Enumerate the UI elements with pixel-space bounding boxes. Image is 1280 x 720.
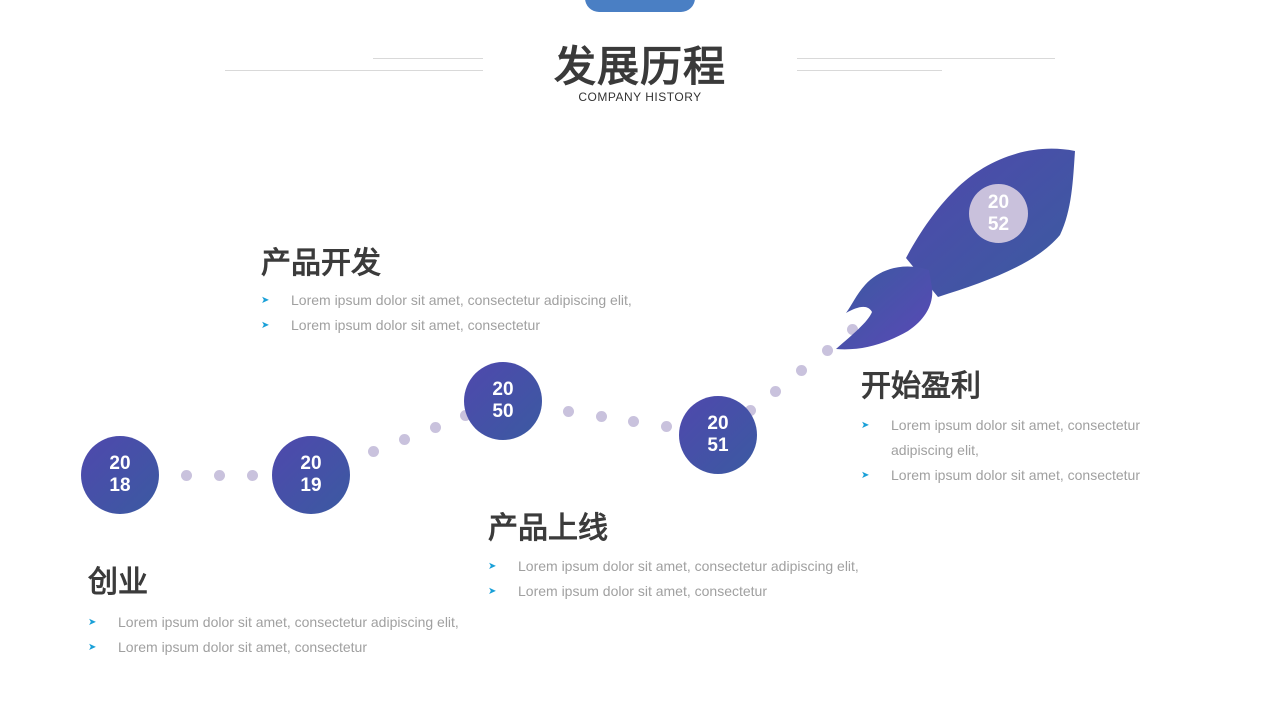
divider-right-upper: [797, 58, 1055, 59]
timeline-dot: [822, 345, 833, 356]
timeline-dot: [796, 365, 807, 376]
timeline-dot: [214, 470, 225, 481]
list-item-text: Lorem ipsum dolor sit amet, consectetur: [118, 639, 367, 655]
milestone-year-bottom: 19: [300, 475, 322, 496]
timeline-dot: [430, 422, 441, 433]
divider-left-lower: [225, 70, 483, 71]
milestone-year-bottom: 50: [492, 401, 514, 422]
section-heading-product-launch: 产品上线: [488, 511, 608, 546]
milestone-year-bottom: 18: [109, 475, 131, 496]
list-item-text: Lorem ipsum dolor sit amet, consectetur: [291, 317, 540, 333]
arrowhead-icon: ➤: [861, 470, 870, 481]
arrowhead-icon: ➤: [261, 295, 270, 306]
page-title: 发展历程: [553, 42, 726, 91]
arrowhead-icon: ➤: [88, 617, 97, 628]
milestone-2050: 20 50: [464, 362, 542, 440]
list-item: ➤ Lorem ipsum dolor sit amet, consectetur: [488, 579, 859, 604]
arrowhead-icon: ➤: [488, 561, 497, 572]
section-heading-product-dev: 产品开发: [261, 246, 381, 281]
list-item: ➤ Lorem ipsum dolor sit amet, consectetur: [88, 635, 459, 660]
timeline-dot: [596, 411, 607, 422]
list-item-text: Lorem ipsum dolor sit amet, consectetur: [891, 417, 1140, 433]
arrowhead-icon: ➤: [261, 320, 270, 331]
milestone-year-top: 20: [300, 453, 322, 474]
list-item: ➤ Lorem ipsum dolor sit amet, consectetur…: [488, 554, 859, 579]
rocket-icon: [836, 148, 1075, 350]
section-bullets-startup: ➤ Lorem ipsum dolor sit amet, consectetur…: [88, 610, 459, 660]
timeline-dot: [460, 410, 471, 421]
timeline-dot: [661, 421, 672, 432]
milestone-year-top: 20: [492, 379, 514, 400]
divider-left-upper: [373, 58, 483, 59]
timeline-dot: [399, 434, 410, 445]
list-item: ➤ Lorem ipsum dolor sit amet, consectetur…: [261, 288, 632, 313]
header-tab: [585, 0, 695, 12]
section-bullets-product-launch: ➤ Lorem ipsum dolor sit amet, consectetur…: [488, 554, 859, 604]
milestone-year-top: 20: [987, 191, 1010, 213]
timeline-dot: [770, 386, 781, 397]
section-bullets-profit: ➤ Lorem ipsum dolor sit amet, consectetur…: [861, 413, 1140, 488]
milestone-year-bottom: 51: [707, 435, 729, 456]
list-item: ➤ Lorem ipsum dolor sit amet, consectetur: [861, 413, 1140, 438]
list-item-text: Lorem ipsum dolor sit amet, consectetur …: [118, 614, 459, 630]
page-subtitle: COMPANY HISTORY: [578, 90, 702, 104]
list-item-text: Lorem ipsum dolor sit amet, consectetur: [891, 467, 1140, 483]
section-heading-profit: 开始盈利: [861, 369, 981, 404]
timeline-dot: [563, 406, 574, 417]
timeline-dot: [247, 470, 258, 481]
list-item-continuation: adipiscing elit,: [861, 438, 1140, 463]
divider-right-lower: [797, 70, 942, 71]
timeline-dot: [181, 470, 192, 481]
list-item-text: Lorem ipsum dolor sit amet, consectetur …: [291, 292, 632, 308]
arrowhead-icon: ➤: [88, 642, 97, 653]
section-bullets-product-dev: ➤ Lorem ipsum dolor sit amet, consectetur…: [261, 288, 632, 338]
milestone-year-top: 20: [109, 453, 131, 474]
milestone-2051: 20 51: [679, 396, 757, 474]
list-item: ➤ Lorem ipsum dolor sit amet, consectetur: [861, 463, 1140, 488]
list-item: ➤ Lorem ipsum dolor sit amet, consectetur…: [88, 610, 459, 635]
list-item-text: Lorem ipsum dolor sit amet, consectetur: [518, 583, 767, 599]
list-item-text: Lorem ipsum dolor sit amet, consectetur …: [518, 558, 859, 574]
timeline-dot: [628, 416, 639, 427]
timeline-dot: [745, 405, 756, 416]
milestone-year-bottom: 52: [987, 213, 1010, 235]
milestone-2018: 20 18: [81, 436, 159, 514]
arrowhead-icon: ➤: [861, 420, 870, 431]
section-heading-startup: 创业: [88, 565, 148, 600]
timeline-dot: [847, 324, 858, 335]
milestone-year-top: 20: [707, 413, 729, 434]
list-item: ➤ Lorem ipsum dolor sit amet, consectetur: [261, 313, 632, 338]
list-item-text: adipiscing elit,: [891, 442, 979, 458]
milestone-2052: 20 52: [969, 184, 1028, 243]
milestone-2019: 20 19: [272, 436, 350, 514]
arrowhead-icon: ➤: [488, 586, 497, 597]
timeline-dot: [368, 446, 379, 457]
